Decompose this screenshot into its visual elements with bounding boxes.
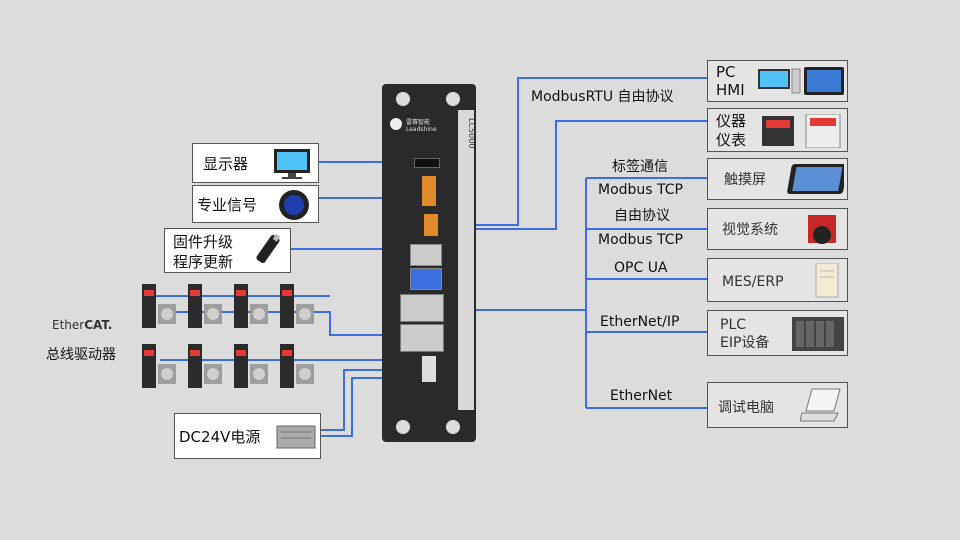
instrument-label-2: 仪表 (716, 131, 747, 149)
mount-hole (396, 92, 410, 106)
protocol-opc-ua: OPC UA (614, 260, 668, 276)
pc-label: PC (716, 63, 736, 81)
monitor-icon (274, 149, 310, 179)
protocol-ethernet: EtherNet (610, 388, 673, 404)
mount-hole (446, 92, 460, 106)
servo-drive-icon (278, 282, 318, 332)
ethercat-logo: EtherCAT. (52, 318, 113, 332)
hmi-label: HMI (716, 81, 745, 99)
touchscreen-icon (787, 164, 844, 194)
plc-label: PLC (720, 317, 747, 333)
display-box: 显示器 (192, 143, 319, 183)
firmware-label-2: 程序更新 (173, 253, 234, 271)
servo-drive-icon (232, 342, 272, 392)
touchscreen-box: 触摸屏 (707, 158, 848, 200)
debug-pc-box: 调试电脑 (707, 382, 848, 428)
button-icon (279, 190, 309, 220)
controller-label-strip (458, 110, 474, 410)
controller-model: LC5000 (467, 118, 476, 149)
protocol-modbus-tcp-2: Modbus TCP (598, 232, 683, 248)
servo-drive-icon (232, 282, 272, 332)
wire-instrument (436, 120, 707, 230)
hdmi-port (414, 158, 440, 168)
servo-drive-icon (140, 282, 180, 332)
terminal-block (422, 176, 436, 206)
servo-drive-icon (186, 282, 226, 332)
bus-drives-label: 总线驱动器 (46, 347, 116, 363)
instrument-icon (762, 114, 841, 148)
signal-label: 专业信号 (197, 196, 258, 214)
vision-label: 视觉系统 (722, 222, 778, 238)
servo-drive-icon (140, 342, 180, 392)
plc-icon (792, 317, 844, 351)
leadshine-logo-icon (390, 118, 402, 130)
power-supply-icon (276, 425, 316, 449)
touchscreen-label: 触摸屏 (724, 172, 766, 188)
protocol-tag-comm: 标签通信 (612, 159, 668, 175)
wire-power-1 (320, 369, 418, 431)
power-label: DC24V电源 (179, 428, 261, 446)
server-icon (815, 263, 839, 298)
mes-label: MES/ERP (722, 274, 784, 290)
usb-drive-icon (256, 233, 281, 263)
usb3-port (410, 268, 442, 290)
servo-drive-icon (278, 342, 318, 392)
brand-cn: 雷赛智能 (406, 119, 431, 126)
protocol-modbus-rtu: ModbusRTU 自由协议 (531, 89, 674, 105)
power-terminal (422, 356, 436, 382)
ethernet-port (400, 294, 444, 322)
laptop-icon (800, 388, 841, 422)
vision-box: 视觉系统 (707, 208, 848, 250)
usb-port (410, 244, 442, 266)
debug-label: 调试电脑 (718, 400, 774, 416)
pc-icon (758, 67, 844, 95)
brand-en: Leadshine (406, 126, 437, 133)
mount-hole (446, 420, 460, 434)
mes-erp-box: MES/ERP (707, 258, 848, 302)
firmware-box: 固件升级 程序更新 (164, 228, 291, 273)
protocol-free: 自由协议 (614, 208, 670, 224)
plc-box: PLC EIP设备 (707, 310, 848, 356)
instrument-box: 仪器 仪表 (707, 108, 848, 152)
protocol-modbus-tcp-1: Modbus TCP (598, 182, 683, 198)
signal-box: 专业信号 (192, 185, 319, 223)
firmware-label-1: 固件升级 (173, 233, 234, 251)
rs485-terminal (424, 214, 438, 236)
pc-hmi-box: PC HMI (707, 60, 848, 102)
wire-modbus-rtu (436, 77, 707, 226)
instrument-label-1: 仪器 (716, 112, 747, 130)
power-box: DC24V电源 (174, 413, 321, 459)
ethercat-port (400, 324, 444, 352)
protocol-ethernet-ip: EtherNet/IP (600, 314, 680, 330)
servo-drive-icon (186, 342, 226, 392)
camera-icon (808, 215, 836, 244)
mount-hole (396, 420, 410, 434)
display-label: 显示器 (203, 155, 249, 173)
eip-label: EIP设备 (720, 335, 770, 351)
